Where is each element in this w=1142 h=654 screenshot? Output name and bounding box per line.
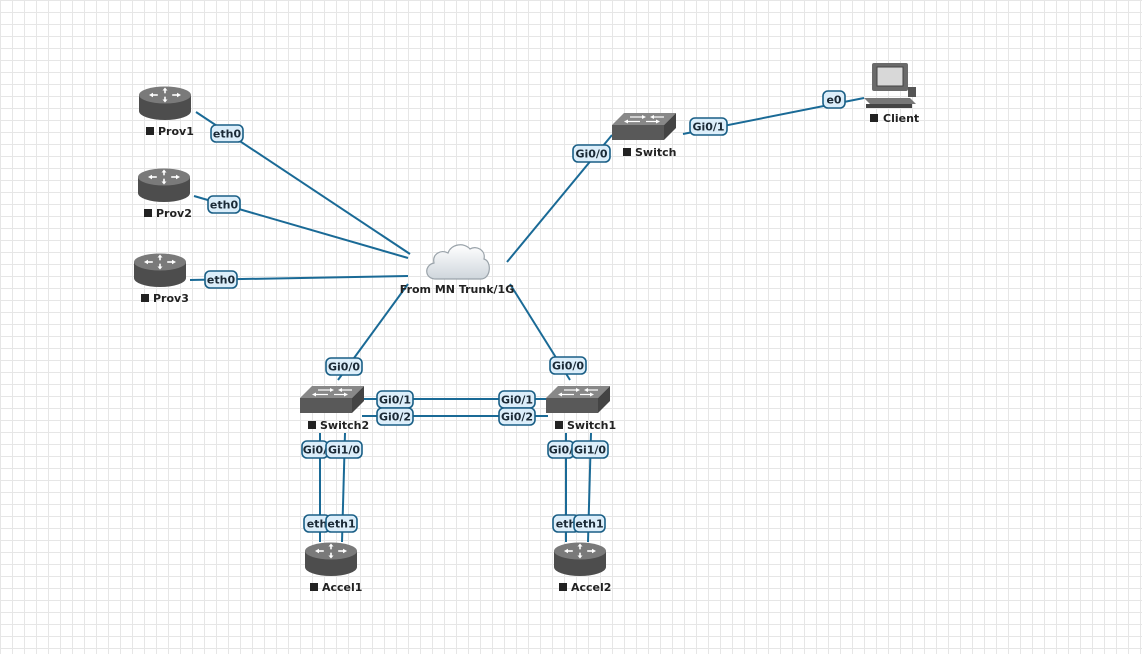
node-switch2[interactable]: Switch2 bbox=[300, 385, 369, 432]
status-indicator bbox=[308, 421, 316, 429]
port-label-prov1-eth0[interactable]: eth0 bbox=[210, 124, 244, 143]
port-label-switch2-gi02[interactable]: Gi0/2 bbox=[376, 407, 414, 426]
port-label-switch2-gi00[interactable]: Gi0/0 bbox=[325, 357, 363, 376]
port-label-switch2-gi10[interactable]: Gi1/0 bbox=[325, 440, 363, 459]
port-label-accel1-eth1[interactable]: eth1 bbox=[325, 514, 358, 533]
port-label-switch1-gi02[interactable]: Gi0/2 bbox=[498, 407, 536, 426]
svg-text:eth0: eth0 bbox=[207, 274, 236, 287]
node-accel2[interactable]: Accel2 bbox=[554, 542, 611, 595]
port-label-switch2-gi01[interactable]: Gi0/1 bbox=[376, 390, 414, 409]
links bbox=[189, 97, 865, 543]
status-indicator bbox=[310, 583, 318, 591]
status-indicator bbox=[623, 148, 631, 156]
switch-icon bbox=[546, 385, 610, 414]
svg-text:eth0: eth0 bbox=[213, 128, 242, 141]
svg-text:eth1: eth1 bbox=[327, 518, 355, 531]
svg-text:eth1: eth1 bbox=[575, 518, 603, 531]
port-label-prov3-eth0[interactable]: eth0 bbox=[204, 270, 238, 289]
node-cloud[interactable]: From MN Trunk/1G bbox=[400, 244, 514, 296]
status-indicator bbox=[555, 421, 563, 429]
status-indicator bbox=[870, 114, 878, 122]
switch-icon bbox=[300, 385, 364, 414]
svg-text:Gi0/0: Gi0/0 bbox=[552, 360, 584, 373]
port-label-switch2-gi0x[interactable]: Gi0/ bbox=[301, 440, 329, 459]
svg-text:e0: e0 bbox=[826, 94, 841, 107]
port-label-switch-gi01[interactable]: Gi0/1 bbox=[689, 117, 728, 136]
status-indicator bbox=[141, 294, 149, 302]
switch-icon bbox=[612, 112, 676, 141]
node-label: From MN Trunk/1G bbox=[400, 283, 514, 296]
node-label: Client bbox=[883, 112, 919, 125]
node-label: Switch bbox=[635, 146, 676, 159]
port-label-accel2-eth1[interactable]: eth1 bbox=[573, 514, 606, 533]
status-indicator bbox=[146, 127, 154, 135]
router-icon bbox=[305, 542, 357, 576]
node-label: Prov1 bbox=[158, 125, 194, 138]
svg-text:Gi0/0: Gi0/0 bbox=[575, 148, 607, 161]
port-label-switch1-gi10[interactable]: Gi1/0 bbox=[571, 440, 609, 459]
port-label-client-e0[interactable]: e0 bbox=[822, 90, 846, 109]
port-label-switch1-gi0x[interactable]: Gi0/ bbox=[547, 440, 575, 459]
node-label: Switch1 bbox=[567, 419, 616, 432]
router-icon bbox=[138, 168, 190, 202]
svg-text:Gi0/1: Gi0/1 bbox=[692, 121, 724, 134]
port-label-switch1-gi00[interactable]: Gi0/0 bbox=[549, 356, 587, 375]
cloud-icon bbox=[426, 244, 490, 280]
svg-text:Gi0/: Gi0/ bbox=[303, 444, 328, 457]
svg-text:Gi0/2: Gi0/2 bbox=[501, 411, 533, 424]
node-accel1[interactable]: Accel1 bbox=[305, 542, 362, 595]
svg-text:Gi0/1: Gi0/1 bbox=[501, 394, 533, 407]
computer-icon bbox=[864, 63, 916, 108]
status-indicator bbox=[144, 209, 152, 217]
svg-text:Gi1/0: Gi1/0 bbox=[574, 444, 606, 457]
node-label: Accel1 bbox=[322, 581, 362, 594]
svg-text:eth0: eth0 bbox=[210, 199, 239, 212]
node-prov2[interactable]: Prov2 bbox=[138, 168, 192, 221]
router-icon bbox=[554, 542, 606, 576]
port-label-switch1-gi01[interactable]: Gi0/1 bbox=[498, 390, 536, 409]
node-switch[interactable]: Switch bbox=[612, 112, 676, 159]
svg-text:eth: eth bbox=[556, 518, 577, 531]
status-indicator bbox=[559, 583, 567, 591]
svg-text:Gi0/: Gi0/ bbox=[549, 444, 574, 457]
router-icon bbox=[134, 253, 186, 287]
node-client[interactable]: Client bbox=[864, 63, 919, 125]
node-label: Switch2 bbox=[320, 419, 369, 432]
svg-text:Gi0/0: Gi0/0 bbox=[328, 361, 360, 374]
node-prov1[interactable]: Prov1 bbox=[139, 86, 194, 139]
svg-text:Gi0/1: Gi0/1 bbox=[379, 394, 411, 407]
svg-text:eth: eth bbox=[307, 518, 328, 531]
port-labels: eth0 eth0 eth0 Gi0/0 Gi0/1 e0 Gi0/0 Gi0 bbox=[204, 90, 846, 533]
router-icon bbox=[139, 86, 191, 120]
node-prov3[interactable]: Prov3 bbox=[134, 253, 189, 306]
node-switch1[interactable]: Switch1 bbox=[546, 385, 616, 432]
svg-text:Gi1/0: Gi1/0 bbox=[328, 444, 360, 457]
port-label-prov2-eth0[interactable]: eth0 bbox=[207, 195, 241, 214]
node-label: Prov3 bbox=[153, 292, 189, 305]
node-label: Prov2 bbox=[156, 207, 192, 220]
port-label-switch-gi00[interactable]: Gi0/0 bbox=[572, 144, 611, 163]
svg-text:Gi0/2: Gi0/2 bbox=[379, 411, 411, 424]
node-label: Accel2 bbox=[571, 581, 611, 594]
